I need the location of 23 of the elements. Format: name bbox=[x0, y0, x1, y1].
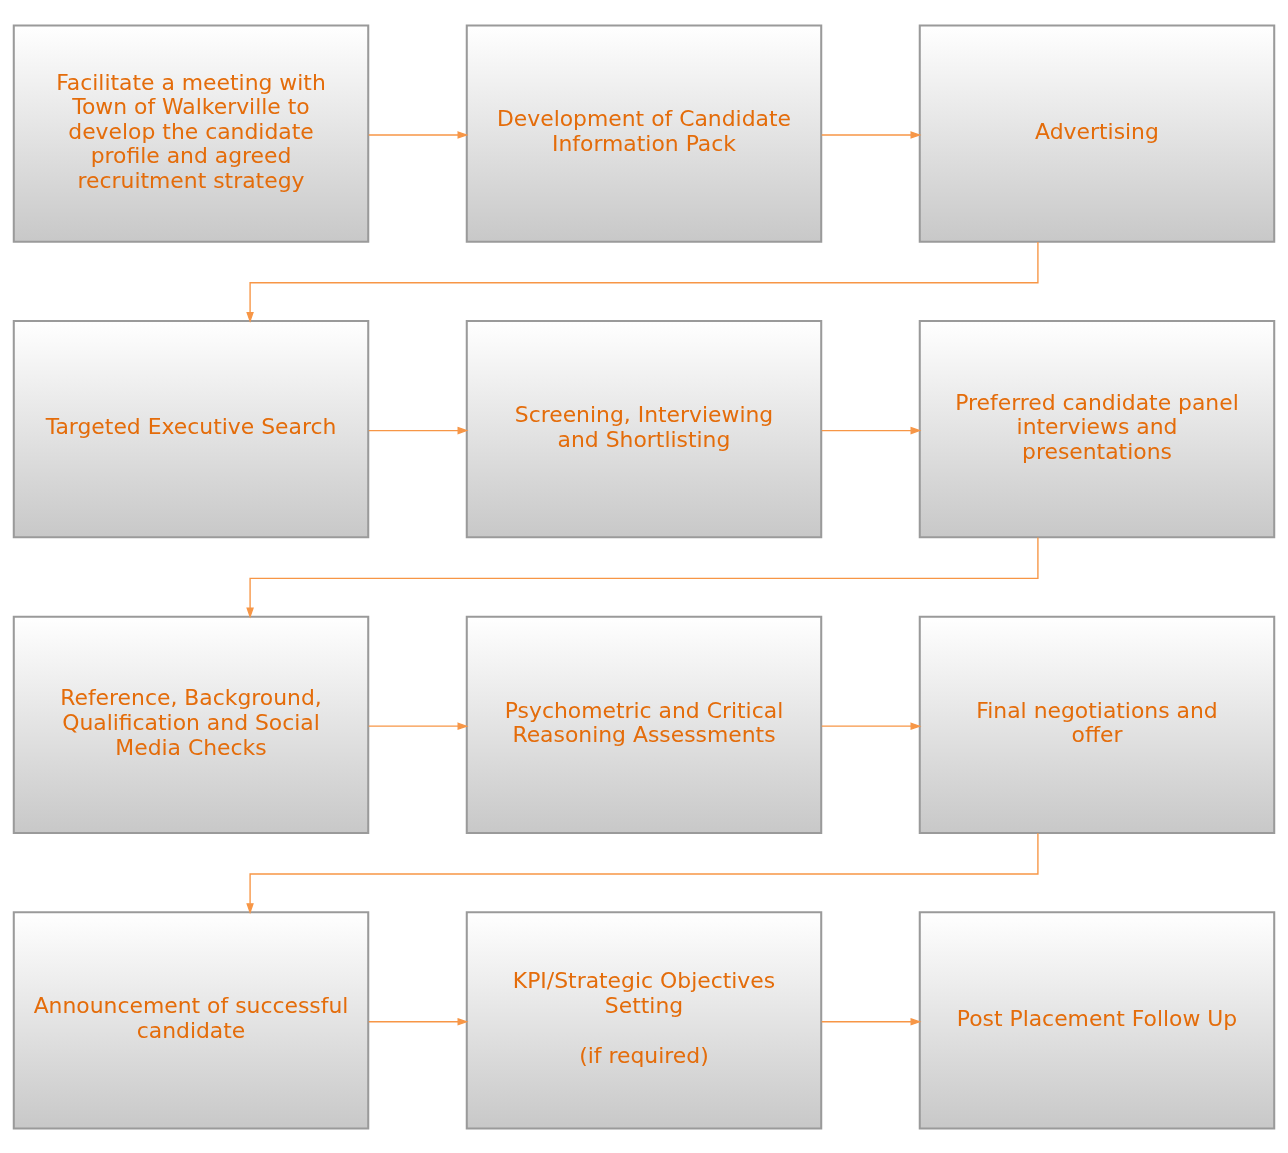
arrow bbox=[821, 130, 922, 139]
node-box: Advertising bbox=[918, 23, 1276, 243]
arrow bbox=[246, 240, 1039, 323]
node-box: KPI/Strategic Objectives Setting (if required) bbox=[465, 910, 823, 1130]
node-box: Screening, Interviewing and Shortlisting bbox=[465, 319, 823, 538]
node-box: Development of Candidate Information Pack bbox=[465, 23, 823, 243]
node-box: Preferred candidate panel interviews and presentations bbox=[918, 319, 1276, 538]
arrow bbox=[821, 721, 922, 730]
arrow bbox=[246, 832, 1039, 914]
arrow bbox=[368, 426, 469, 434]
node-box: Announcement of successful candidate bbox=[12, 910, 370, 1130]
arrow bbox=[368, 1017, 469, 1026]
node-box: Facilitate a meeting with Town of Walkerville to develop the candidate profile and agreed recruitment strategy bbox=[12, 23, 370, 243]
arrow bbox=[368, 130, 469, 139]
node-box: Reference, Background, Qualification and Social Media Checks bbox=[12, 615, 370, 834]
node-box: Post Placement Follow Up bbox=[918, 910, 1276, 1130]
arrow bbox=[821, 426, 922, 434]
node-box: Psychometric and Critical Reasoning Assessments bbox=[465, 615, 823, 834]
arrow bbox=[246, 536, 1039, 619]
arrow bbox=[368, 721, 469, 730]
arrow bbox=[821, 1017, 922, 1026]
node-box: Targeted Executive Search bbox=[12, 319, 370, 538]
node-box: Final negotiations and offer bbox=[918, 615, 1276, 834]
